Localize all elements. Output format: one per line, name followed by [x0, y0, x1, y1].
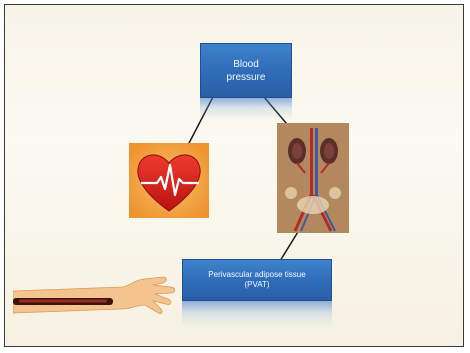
- pvat-label: Perivascular adipose tissue (PVAT): [202, 270, 312, 290]
- arm-artery-image: [13, 275, 178, 330]
- blood-pressure-box: Blood pressure: [200, 43, 292, 98]
- anatomy-image: [277, 123, 349, 233]
- heart-ecg-icon: [129, 143, 209, 218]
- pvat-box-reflection: [182, 301, 332, 327]
- pvat-box: Perivascular adipose tissue (PVAT): [182, 259, 332, 301]
- slide: Blood pressure: [4, 4, 464, 347]
- blood-pressure-box-reflection: [200, 98, 292, 120]
- blood-pressure-label: Blood pressure: [216, 58, 276, 84]
